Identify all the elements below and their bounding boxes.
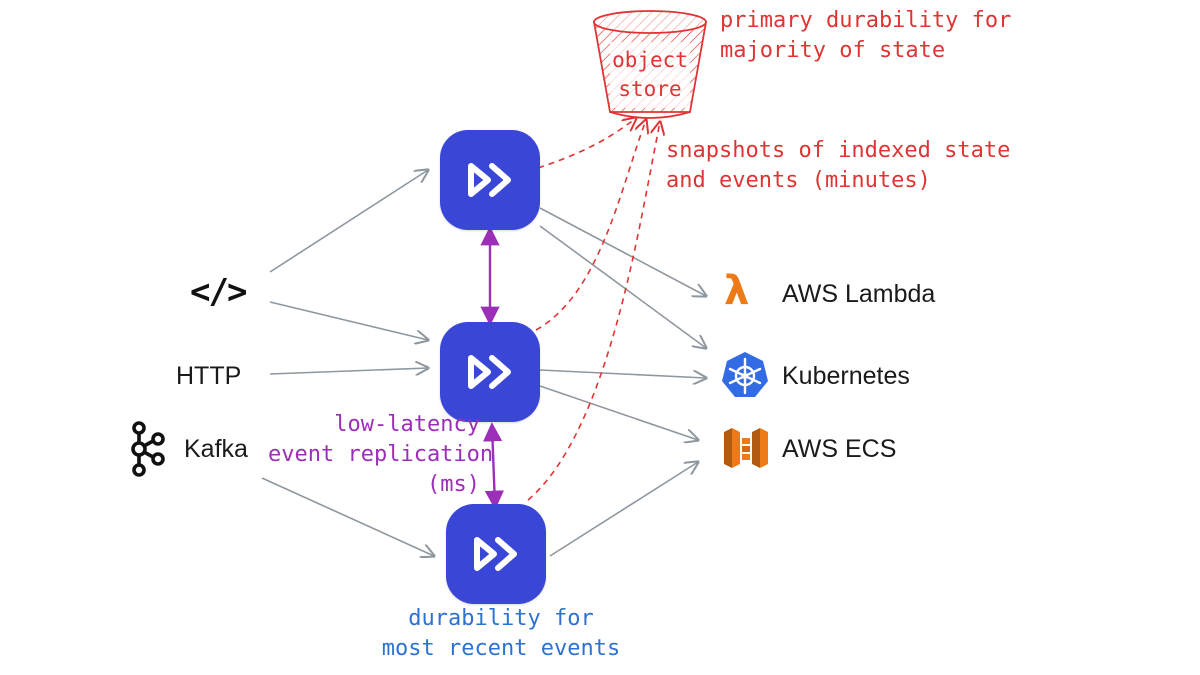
restate-node-3[interactable] [446,504,546,604]
object-store-label: object store [612,46,688,104]
note-line: (ms) [427,472,480,497]
note-recent-durability: durability for most recent events [370,604,632,664]
restate-node-icon [468,163,511,197]
note-line: and events (minutes) [666,168,931,193]
note-line: snapshots of indexed state [666,138,1011,163]
restate-node-2[interactable] [440,322,540,422]
replication-arrow-node2-node3 [482,422,505,510]
source-kafka-label[interactable]: Kafka [184,435,248,463]
source-http-label[interactable]: HTTP [176,362,242,390]
arrow-code-to-node1 [269,170,428,273]
arrow-node1-to-lambda [539,207,706,296]
arrow-node3-to-ecs [549,462,698,557]
object-store-label-line2: store [618,77,682,101]
arrow-node1-to-kubernetes [539,225,706,348]
restate-node-icon [468,355,511,389]
target-aws-lambda-label[interactable]: AWS Lambda [782,280,936,308]
note-primary-durability: primary durability for majority of state [720,6,1011,66]
note-line: event replication [268,442,494,467]
kubernetes-icon [722,352,768,397]
object-store-bucket-icon [592,10,708,119]
snapshot-arrow-node1 [537,118,636,169]
aws-ecs-icon [724,428,768,468]
arrow-node2-to-ecs [539,385,698,440]
code-brackets-icon[interactable]: </> [190,272,247,312]
snapshot-arrow-node2 [535,120,646,331]
object-store-label-line1: object [612,48,688,72]
aws-lambda-icon: λ [724,268,750,314]
note-line: low-latency [334,412,480,437]
note-replication: low-latency event replication (ms) [268,410,494,500]
restate-node-icon [474,537,517,571]
restate-node-1[interactable] [440,130,540,230]
arrow-http-to-node2 [269,368,428,374]
note-line: durability for [408,606,594,631]
arrow-code-to-node2 [269,301,428,340]
note-line: majority of state [720,38,946,63]
arrow-node2-to-kubernetes [539,369,706,378]
note-line: primary durability for [720,8,1012,33]
note-snapshots: snapshots of indexed state and events (m… [666,136,1010,196]
snapshot-arrow-node3 [527,122,660,501]
kafka-logo-icon [131,421,165,477]
note-line: most recent events [381,636,621,661]
arrow-kafka-to-node3 [261,477,434,556]
target-aws-ecs-label[interactable]: AWS ECS [782,435,897,463]
target-kubernetes-label[interactable]: Kubernetes [782,362,910,390]
